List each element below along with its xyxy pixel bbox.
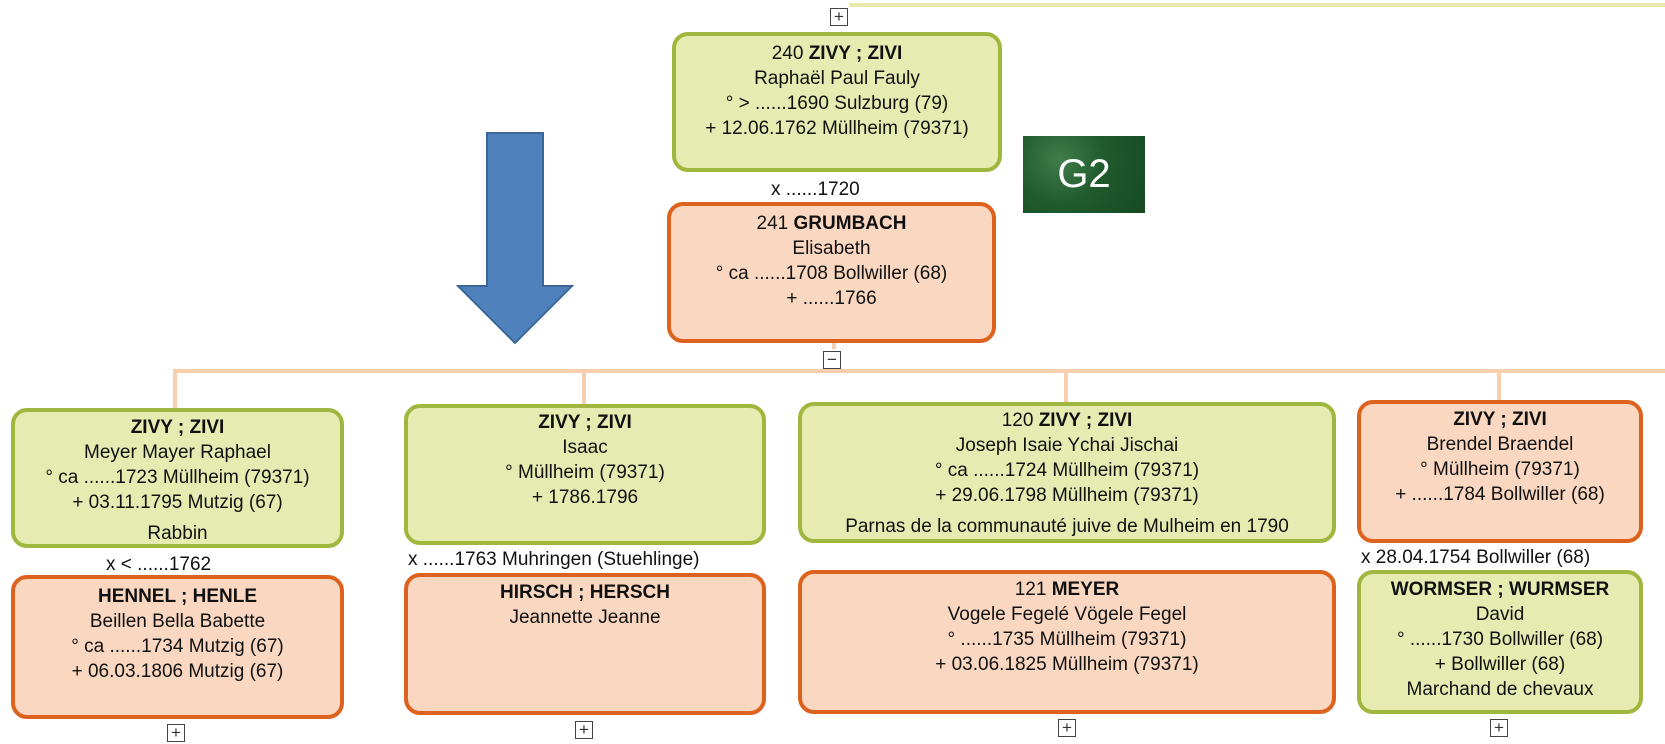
child-2-given-names: Isaac [562, 437, 608, 458]
child-3-card[interactable]: 120 ZIVY ; ZIVI Joseph Isaie Ychai Jisch… [798, 402, 1336, 543]
top-connector-line [849, 3, 1665, 7]
father-surname: ZIVY ; ZIVI [808, 43, 903, 64]
connector-drop-4 [1497, 369, 1501, 400]
child-3-death: + 29.06.1798 Müllheim (79371) [935, 485, 1199, 506]
connector-parents [832, 343, 836, 349]
father-birth: ° > ......1690 Sulzburg (79) [725, 93, 949, 114]
spouse-4-card[interactable]: WORMSER ; WURMSER David ° ......1730 Bol… [1357, 570, 1643, 714]
spouse-1-surname: HENNEL ; HENLE [97, 586, 258, 607]
connector-drop-2 [582, 369, 586, 404]
spouse-3-birth: ° ......1735 Müllheim (79371) [947, 629, 1187, 650]
spouse-3-given-names: Vogele Fegelé Vögele Fegel [947, 604, 1187, 625]
mother-given-names: Elisabeth [792, 238, 871, 259]
spouse-3-card[interactable]: 121 MEYER Vogele Fegelé Vögele Fegel ° .… [798, 570, 1336, 714]
spouse-2-card[interactable]: HIRSCH ; HERSCH Jeannette Jeanne [404, 573, 766, 715]
child-1-given-names: Meyer Mayer Raphael [84, 442, 271, 463]
child-1-note: Rabbin [147, 523, 208, 544]
spouse-3-death: + 03.06.1825 Müllheim (79371) [935, 654, 1199, 675]
father-death: + 12.06.1762 Müllheim (79371) [705, 118, 969, 139]
mother-header: 241 GRUMBACH [671, 211, 992, 236]
spouse-4-note: Marchand de chevaux [1406, 679, 1594, 700]
father-number: 240 [771, 43, 804, 64]
spouse-1-birth: ° ca ......1734 Mutzig (67) [71, 636, 284, 657]
child-3-given-names: Joseph Isaie Ychai Jischai [955, 435, 1179, 456]
child-1-death: + 03.11.1795 Mutzig (67) [72, 492, 283, 513]
spouse-4-given-names: David [1475, 604, 1525, 625]
child-2-death: + 1786.1796 [531, 487, 639, 508]
spouse-2-given-names: Jeannette Jeanne [509, 607, 661, 628]
child-2-surname: ZIVY ; ZIVI [538, 412, 632, 433]
child-1-marriage-label: x < ......1762 [106, 554, 212, 575]
child-3-number: 120 [1001, 410, 1034, 431]
expand-child-3-toggle[interactable]: + [1058, 719, 1076, 737]
connector-drop-3 [1064, 369, 1068, 402]
spouse-2-surname: HIRSCH ; HERSCH [500, 582, 670, 603]
spouse-4-birth: ° ......1730 Bollwiller (68) [1396, 629, 1604, 650]
father-header: 240 ZIVY ; ZIVI [676, 41, 998, 66]
child-1-card[interactable]: ZIVY ; ZIVI Meyer Mayer Raphael ° ca ...… [11, 408, 344, 548]
mother-surname: GRUMBACH [793, 213, 907, 234]
spouse-1-given-names: Beillen Bella Babette [89, 611, 266, 632]
expand-child-1-toggle[interactable]: + [167, 724, 185, 742]
down-arrow-icon [456, 132, 574, 345]
expand-child-2-toggle[interactable]: + [575, 721, 593, 739]
mother-card[interactable]: 241 GRUMBACH Elisabeth ° ca ......1708 B… [667, 202, 996, 343]
spouse-4-surname: WORMSER ; WURMSER [1390, 579, 1610, 600]
child-3-birth: ° ca ......1724 Müllheim (79371) [934, 460, 1200, 481]
child-4-marriage-label: x 28.04.1754 Bollwiller (68) [1361, 547, 1591, 568]
child-2-birth: ° Müllheim (79371) [505, 462, 665, 483]
collapse-children-toggle[interactable]: − [823, 351, 841, 369]
child-4-death: + ......1784 Bollwiller (68) [1395, 484, 1605, 505]
child-2-marriage-label: x ......1763 Muhringen (Stuehlinge) [408, 549, 700, 570]
child-4-given-names: Brendel Braendel [1426, 434, 1574, 455]
father-given-names: Raphaël Paul Fauly [754, 68, 920, 89]
parents-marriage-label: x ......1720 [771, 179, 860, 200]
child-1-birth: ° ca ......1723 Müllheim (79371) [45, 467, 310, 488]
child-4-surname: ZIVY ; ZIVI [1453, 409, 1547, 430]
spouse-3-surname: MEYER [1051, 579, 1120, 600]
child-1-surname: ZIVY ; ZIVI [130, 417, 225, 438]
spouse-1-card[interactable]: HENNEL ; HENLE Beillen Bella Babette ° c… [11, 575, 344, 719]
mother-birth: ° ca ......1708 Bollwiller (68) [715, 263, 948, 284]
generation-badge: G2 [1023, 136, 1145, 213]
spouse-3-number: 121 [1014, 579, 1047, 600]
mother-number: 241 [756, 213, 789, 234]
mother-death: + ......1766 [786, 288, 877, 309]
father-card[interactable]: 240 ZIVY ; ZIVI Raphaël Paul Fauly ° > .… [672, 32, 1002, 172]
child-3-header: 120 ZIVY ; ZIVI [802, 408, 1332, 433]
connector-drop-1 [173, 369, 177, 408]
siblings-connector-line [173, 369, 1665, 373]
child-4-card[interactable]: ZIVY ; ZIVI Brendel Braendel ° Müllheim … [1357, 400, 1643, 543]
spouse-3-header: 121 MEYER [802, 577, 1332, 602]
spouse-1-death: + 06.03.1806 Mutzig (67) [71, 661, 284, 682]
child-4-birth: ° Müllheim (79371) [1420, 459, 1580, 480]
child-3-surname: ZIVY ; ZIVI [1038, 410, 1133, 431]
child-2-card[interactable]: ZIVY ; ZIVI Isaac ° Müllheim (79371) + 1… [404, 404, 766, 545]
spouse-4-death: + Bollwiller (68) [1434, 654, 1566, 675]
expand-child-4-toggle[interactable]: + [1490, 719, 1508, 737]
expand-top-toggle[interactable]: + [830, 8, 848, 26]
child-3-note: Parnas de la communauté juive de Mulheim… [845, 516, 1289, 537]
